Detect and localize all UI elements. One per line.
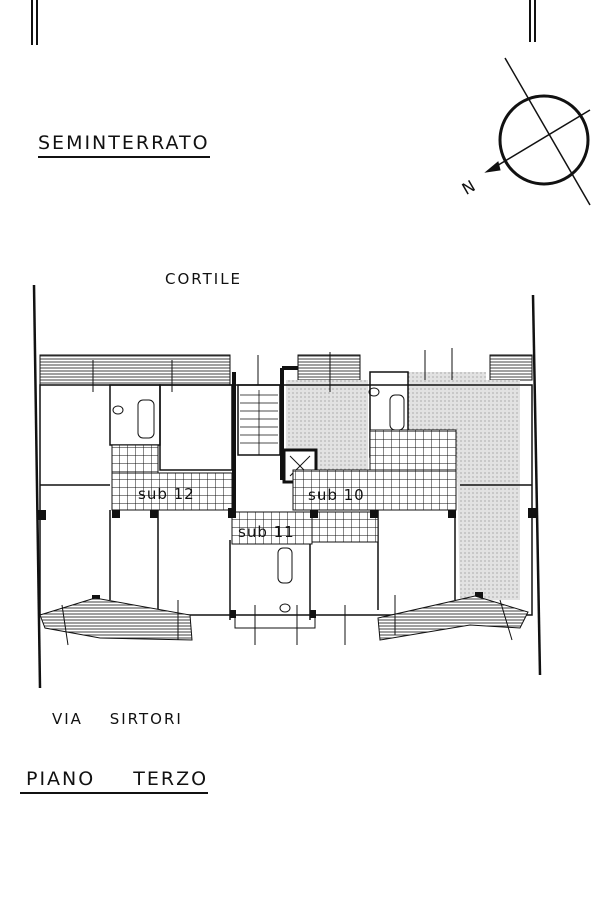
title-piano-terzo: PIANO TERZO	[20, 768, 209, 794]
unit-label-sub-12: sub 12	[138, 485, 195, 503]
north-compass	[484, 57, 591, 206]
north-label: N	[459, 176, 479, 198]
window-marks	[61, 348, 513, 646]
title-seminterrato: SEMINTERRATO	[38, 132, 210, 158]
bathroom-fixtures	[112, 387, 405, 613]
label-cortile: CORTILE	[165, 270, 243, 288]
label-via-sirtori: VIA SIRTORI	[52, 710, 183, 728]
staircase	[240, 390, 278, 455]
sheet-border	[31, 0, 536, 45]
core-walls	[232, 366, 298, 515]
site-boundary	[32, 284, 542, 689]
unit-label-sub-11: sub 11	[238, 523, 295, 541]
unit-label-sub-10: sub 10	[308, 486, 365, 504]
